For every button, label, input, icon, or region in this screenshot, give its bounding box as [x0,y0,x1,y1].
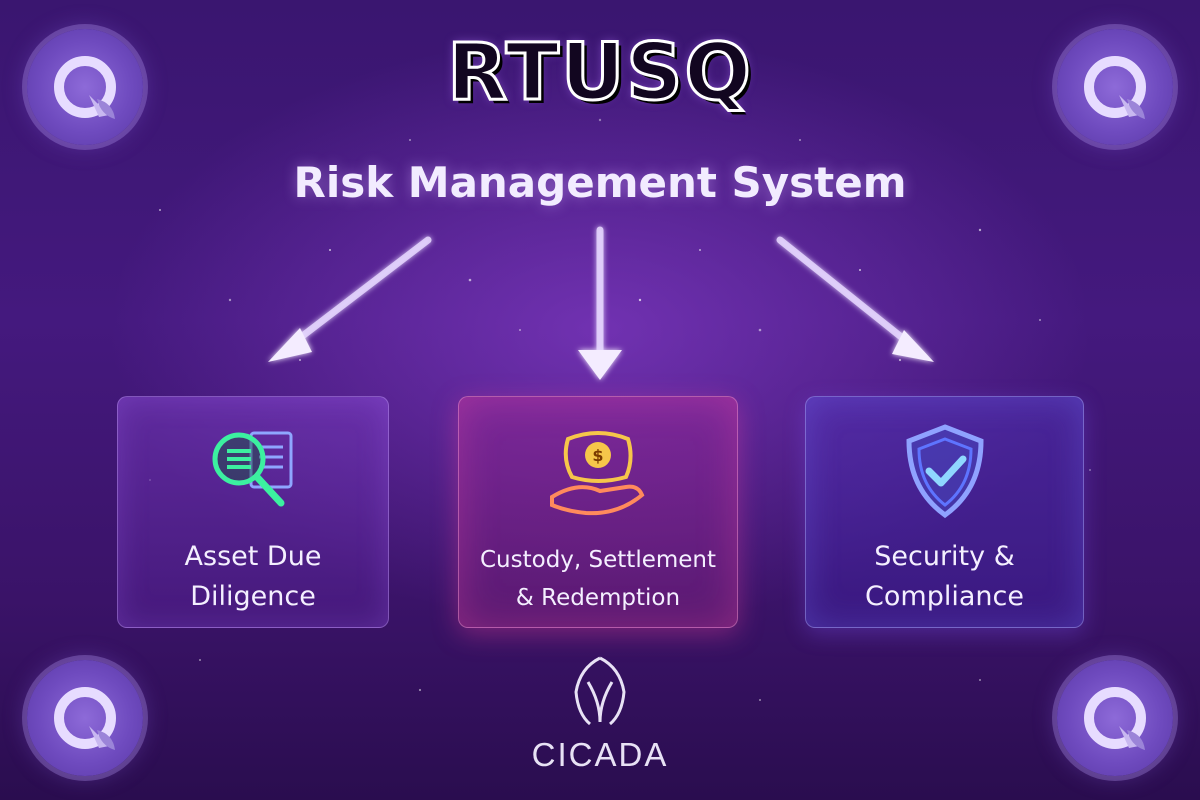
cicada-logo-icon [574,656,626,726]
corner-logo-bottom-right [1057,660,1173,776]
corner-logo-bottom-left [27,660,143,776]
card-custody-settlement: $ Custody, Settlement & Redemption [458,396,738,628]
shield-check-icon [905,424,984,519]
brand-logo-text: RTUSQ [446,27,753,120]
arrow-center [578,226,622,380]
card-label: Security & Compliance [865,541,1024,612]
q-leaf-logo-icon [1084,56,1146,119]
q-leaf-logo-icon [54,687,116,750]
arrow-left [268,236,432,362]
q-leaf-logo-icon [1084,687,1146,750]
page-title: Risk Management System [293,158,907,207]
magnifier-document-icon [212,431,293,507]
corner-logo-top-left [27,29,143,145]
card-label: Asset Due Diligence [184,541,322,612]
corner-logo-top-right [1057,29,1173,145]
hand-money-bag-icon: $ [550,431,645,516]
card-security-compliance: Security & Compliance [805,396,1084,628]
footer-brand-name: CICADA [531,736,669,773]
svg-text:$: $ [592,446,603,465]
q-leaf-logo-icon [54,56,116,119]
card-asset-due-diligence: Asset Due Diligence [117,396,389,628]
arrow-right [776,236,934,362]
card-label: Custody, Settlement & Redemption [479,547,717,611]
